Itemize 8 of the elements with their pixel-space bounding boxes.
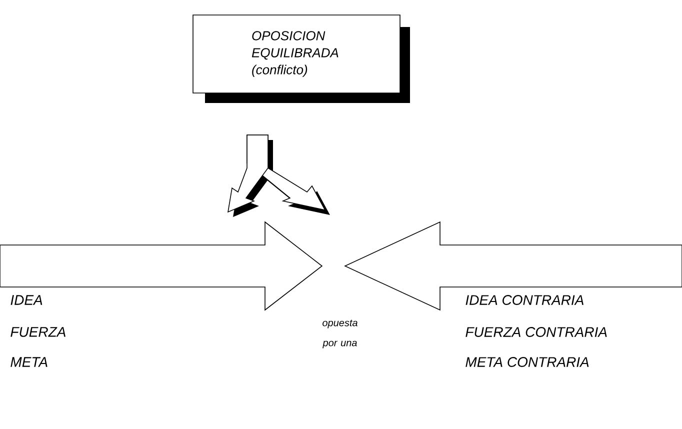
label-text: IDEA CONTRARIA <box>466 295 584 305</box>
label-text: FUERZA <box>10 327 66 337</box>
label-text: IDEA <box>10 295 42 305</box>
label-text: META CONTRARIA <box>466 357 589 367</box>
label-text: opuesta por una <box>322 320 358 348</box>
label-text: META <box>10 357 48 367</box>
label-text: FUERZA CONTRARIA <box>466 327 607 337</box>
shadowed-box: OPOSICION EQUILIBRADA (conflicto) <box>192 14 410 103</box>
